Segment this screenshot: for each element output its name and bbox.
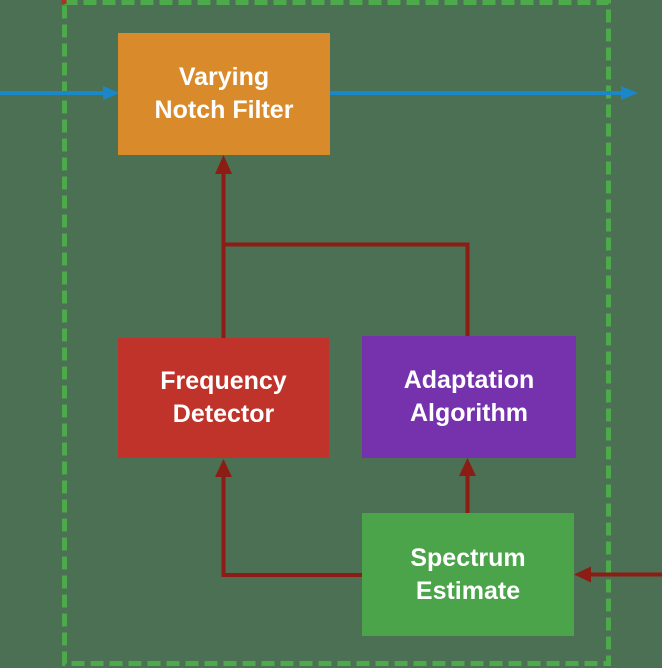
node-adaptation-algorithm: Adaptation Algorithm xyxy=(362,336,576,458)
boundary-corner-mark xyxy=(61,0,67,4)
node-varying-notch-filter: Varying Notch Filter xyxy=(118,33,330,155)
edge-signal-output-arrowhead-icon xyxy=(621,86,638,100)
node-spectrum-estimate: Spectrum Estimate xyxy=(362,513,574,636)
edge-external-to-spectrum-arrowhead-icon xyxy=(574,566,591,583)
node-frequency-detector: Frequency Detector xyxy=(118,338,329,458)
edge-control-to-notch-arrowhead-icon xyxy=(215,155,232,174)
edge-spectrum-to-adaptation-arrowhead-icon xyxy=(459,458,476,476)
edge-signal-input-arrowhead-icon xyxy=(103,86,120,100)
dashed-boundary xyxy=(62,0,611,666)
edge-control-to-notch-line xyxy=(221,174,470,338)
edge-spectrum-to-frequency-line xyxy=(221,477,362,577)
edge-spectrum-to-frequency-arrowhead-icon xyxy=(215,459,232,477)
